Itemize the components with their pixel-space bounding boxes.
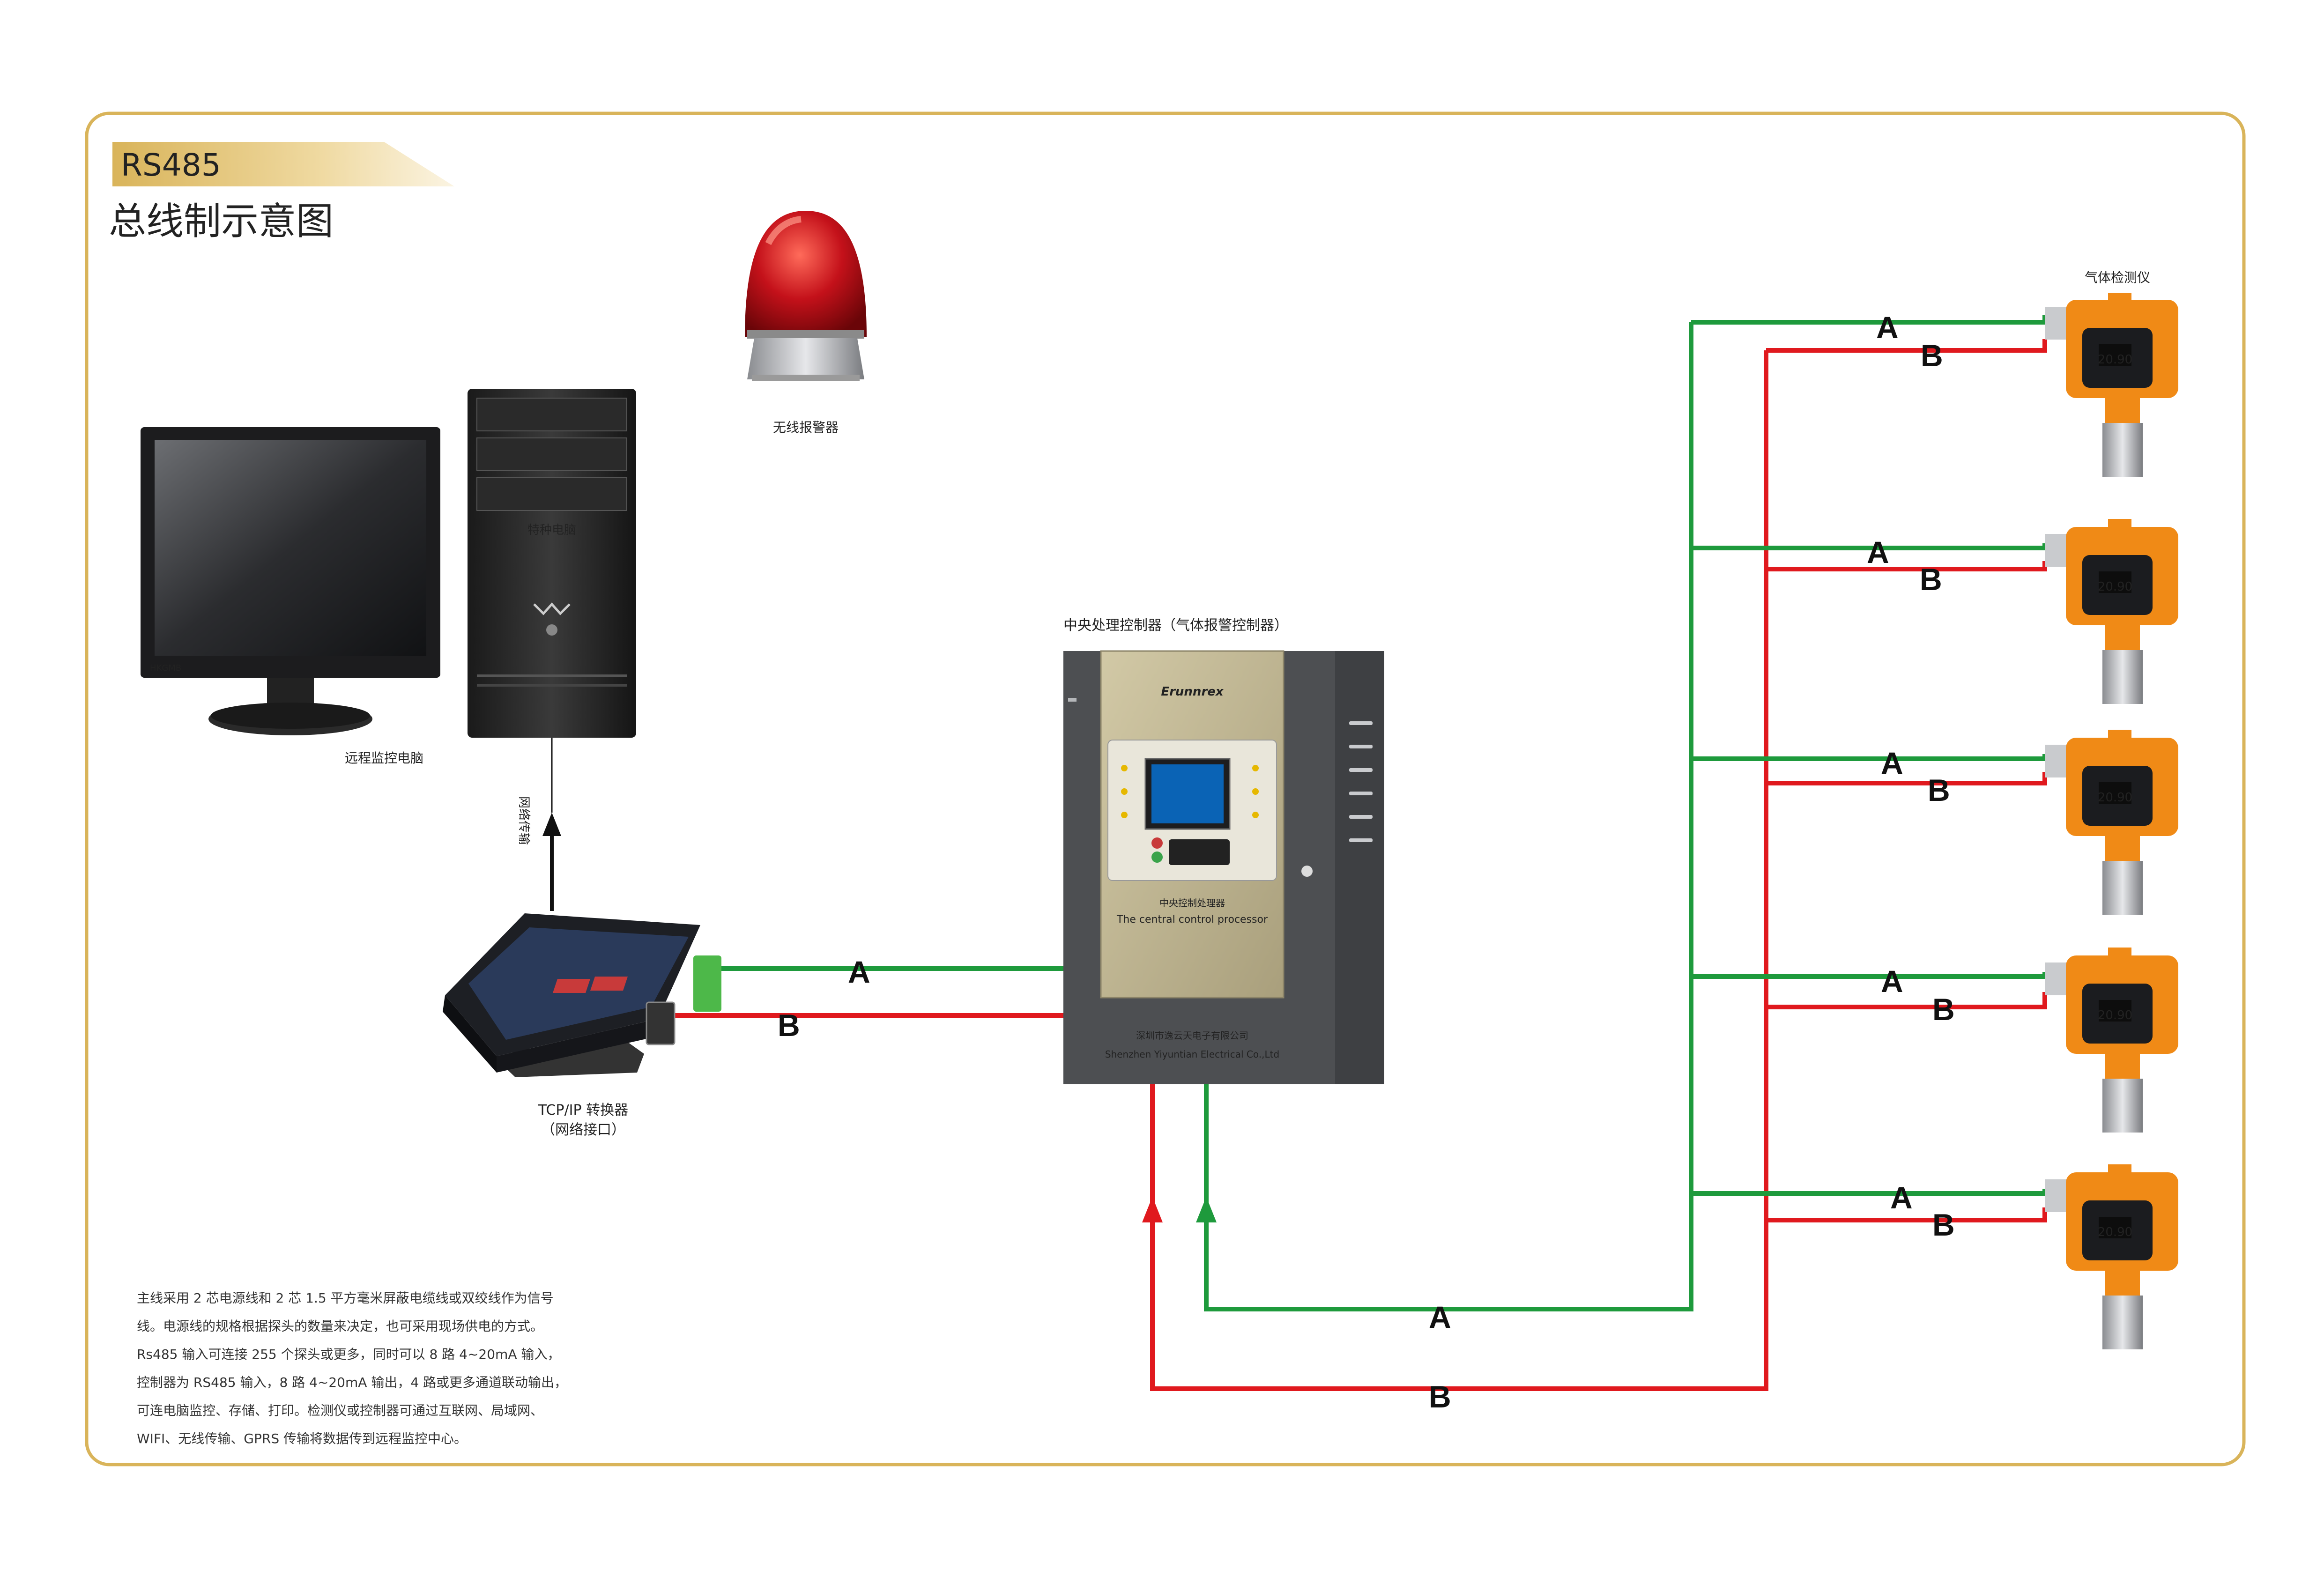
detector-reading: 20.90 [2098, 1225, 2132, 1239]
wire-label-b: B [1920, 562, 1942, 597]
controller-en-label: The central control processor [1116, 914, 1268, 925]
controller-cn-label: 中央控制处理器 [1159, 897, 1225, 909]
wire-b-bus [1150, 350, 1768, 1391]
wire-label-b: B [1932, 992, 1955, 1027]
converter-label: TCP/IP 转换器 [538, 1102, 628, 1118]
company-en: Shenzhen Yiyuntian Electrical Co.,Ltd [1105, 1049, 1279, 1060]
wire-label-a: A [1867, 535, 1889, 570]
monitor-brand: HKGMB [150, 663, 181, 673]
detector-title: 气体检测仪 [2085, 270, 2150, 285]
description-text: 主线采用 2 芯电源线和 2 芯 1.5 平方毫米屏蔽电缆线或双绞线作为信号 线… [137, 1284, 605, 1453]
remote-pc-label: 远程监控电脑 [345, 750, 423, 766]
pc-brand: 特种电脑 [527, 523, 576, 537]
wire-a-arrow [1196, 1197, 1217, 1222]
header-tag: RS485 [121, 147, 221, 183]
wire-label-b: B [1921, 338, 1943, 373]
detector-reading: 20.90 [2098, 1008, 2132, 1022]
wire-label-a: A [1881, 964, 1903, 999]
page-title: 总线制示意图 [109, 200, 334, 243]
gas-detector: 20.90 [2045, 1164, 2178, 1349]
detector-reading: 20.90 [2098, 580, 2132, 594]
wire-b-arrow [1142, 1197, 1163, 1222]
detector-reading: 20.90 [2098, 353, 2132, 367]
description-line: WIFI、无线传输、GPRS 传输将数据传到远程监控中心。 [137, 1431, 468, 1446]
wireless-alarm-label: 无线报警器 [773, 420, 839, 435]
description-line: 可连电脑监控、存储、打印。检测仪或控制器可通过互联网、局域网、 [137, 1403, 544, 1418]
wire-label-a: A [1876, 310, 1899, 345]
central-controller [1063, 650, 1384, 1084]
description-line: 控制器为 RS485 输入，8 路 4~20mA 输出，4 路或更多通道联动输出… [137, 1375, 568, 1390]
wire-label-a: A [1881, 746, 1903, 780]
description-line: Rs485 输入可连接 255 个探头或更多，同时可以 8 路 4~20mA 输… [137, 1347, 561, 1362]
gas-detector: 20.90 [2045, 730, 2178, 915]
wire-label-b: B [1928, 773, 1950, 807]
wire-label-a: A [1429, 1300, 1451, 1334]
wire-label-b: B [778, 1008, 800, 1043]
tcp-ip-converter [443, 913, 721, 1077]
wireless-alarm [745, 211, 867, 381]
converter-sublabel: （网络接口） [541, 1122, 625, 1138]
controller-title: 中央处理控制器（气体报警控制器） [1063, 617, 1288, 634]
gas-detector: 20.90 [2045, 293, 2178, 477]
monitor: HKGMB [141, 427, 440, 735]
wire-label-b: B [1429, 1379, 1451, 1414]
header-tag-ribbon [112, 142, 454, 186]
wire-label-a: A [1890, 1180, 1913, 1215]
description-line: 线。电源线的规格根据探头的数量来决定，也可采用现场供电的方式。 [137, 1318, 544, 1334]
pc-case: 特种电脑 [468, 389, 636, 738]
gas-detector: 20.90 [2045, 519, 2178, 704]
outer-frame [85, 111, 2246, 1466]
network-link-arrow [542, 813, 561, 836]
branch-wires [1691, 315, 2047, 1222]
detector-reading: 20.90 [2098, 791, 2132, 805]
gas-detector: 20.90 [2045, 948, 2178, 1133]
description-line: 主线采用 2 芯电源线和 2 芯 1.5 平方毫米屏蔽电缆线或双绞线作为信号 [137, 1290, 554, 1306]
wire-label-a: A [848, 955, 870, 989]
company-cn: 深圳市逸云天电子有限公司 [1136, 1030, 1248, 1041]
controller-brand: Erunnrex [1161, 685, 1224, 699]
network-link-label: 网络传输 [517, 796, 531, 845]
wire-label-b: B [1932, 1207, 1955, 1242]
